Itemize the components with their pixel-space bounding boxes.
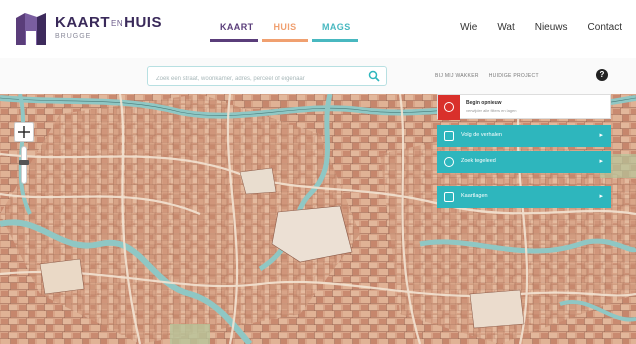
chevron-right-icon: ▸ (599, 158, 603, 165)
layer-panel: Begin opnieuw verwijder alle filters en … (437, 94, 611, 208)
search-input[interactable] (148, 70, 353, 88)
logo-icon[interactable] (16, 13, 46, 45)
reset-notice[interactable]: Begin opnieuw verwijder alle filters en … (437, 94, 611, 120)
reset-text: verwijder alle filters en lagen (466, 108, 517, 113)
layers-icon (444, 192, 454, 202)
brand-name[interactable]: KAARTENHUIS BRUGGE (55, 15, 162, 40)
search-icon[interactable] (368, 70, 380, 82)
panel-item-label: Zoek tegeleed (461, 158, 496, 164)
nav-wie[interactable]: Wie (460, 22, 478, 33)
crosshair-icon (18, 126, 30, 138)
reset-icon (438, 95, 460, 120)
zoom-handle[interactable] (19, 160, 29, 165)
reset-title: Begin opnieuw (466, 100, 502, 106)
nav-nieuws[interactable]: Nieuws (534, 22, 568, 33)
main-tabs: KAART HUIS MAGS (210, 18, 362, 42)
panel-item-label: Volg de verhalen (461, 132, 502, 138)
nav-contact[interactable]: Contact (587, 22, 622, 33)
tab-kaart[interactable]: KAART (210, 18, 258, 42)
chevron-right-icon: ▸ (599, 193, 603, 200)
historic-map-image (0, 94, 636, 344)
search-icon (444, 157, 454, 167)
brand-subtitle: BRUGGE (55, 32, 92, 40)
nav-wat[interactable]: Wat (497, 22, 515, 33)
tab-mags[interactable]: MAGS (312, 18, 358, 42)
chevron-right-icon: ▸ (599, 132, 603, 139)
brand-name-en: EN (111, 18, 124, 28)
search-bar: BIJ MIJ WAKKER HUIDIGE PROJECT ? (0, 58, 636, 94)
panel-item-search[interactable]: Zoek tegeleed ▸ (437, 151, 611, 173)
search-links: BIJ MIJ WAKKER HUIDIGE PROJECT (435, 73, 539, 79)
zoom-slider[interactable] (21, 146, 27, 184)
link-bij-mij-wakker[interactable]: BIJ MIJ WAKKER (435, 73, 479, 79)
panel-item-layers[interactable]: Kaartlagen ▸ (437, 186, 611, 208)
top-nav: Wie Wat Nieuws Contact (460, 22, 622, 33)
header: KAARTENHUIS BRUGGE KAART HUIS MAGS Wie W… (0, 0, 636, 58)
help-icon[interactable]: ? (596, 69, 608, 81)
panel-item-stories[interactable]: Volg de verhalen ▸ (437, 125, 611, 147)
brand-name-huis: HUIS (124, 14, 162, 31)
link-huidige-project[interactable]: HUIDIGE PROJECT (488, 73, 539, 79)
map-canvas[interactable] (0, 94, 636, 344)
book-icon (444, 131, 454, 141)
tab-huis[interactable]: HUIS (262, 18, 308, 42)
search-box (147, 66, 387, 88)
panel-item-label: Kaartlagen (461, 193, 488, 199)
brand-name-kaart: KAART (55, 14, 110, 31)
